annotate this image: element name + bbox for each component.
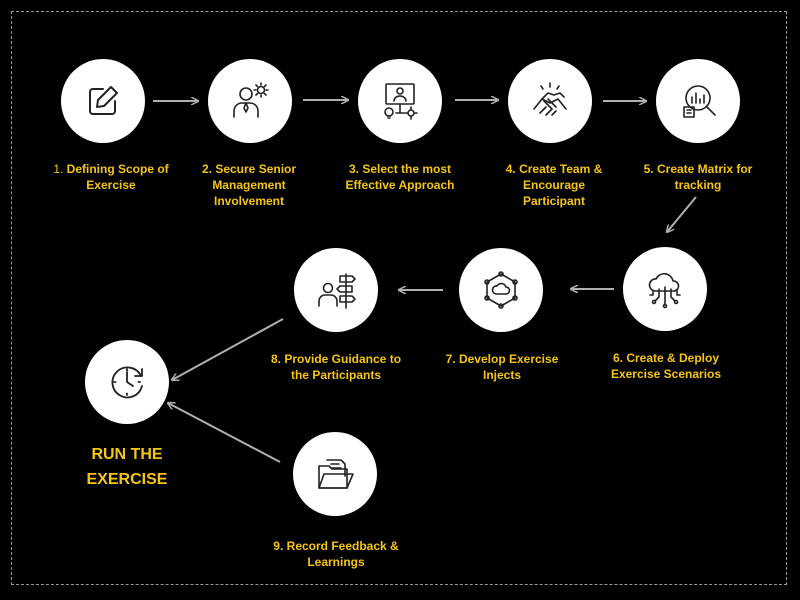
edit-icon (89, 86, 118, 115)
step-8-label: 8. Provide Guidance to the Participants (270, 351, 402, 383)
step-4-node (508, 59, 592, 143)
step-9-number: 9. (273, 539, 284, 553)
step-5-number: 5. (643, 162, 654, 176)
clock-cycle-icon (111, 366, 143, 399)
step-3-node (358, 59, 442, 143)
arrow-9-run (168, 403, 281, 463)
cloud-network-icon (648, 273, 681, 309)
step-1-label: 1. Defining Scope of Exercise (51, 161, 171, 193)
run-exercise-node (85, 340, 169, 424)
step-4-text: Create Team & Encourage Participant (519, 162, 603, 208)
step-7-number: 7. (445, 352, 456, 366)
step-1-text: Defining Scope of Exercise (66, 162, 169, 192)
step-4-label: 4. Create Team & Encourage Participant (493, 161, 615, 209)
arrow-5-6 (667, 196, 697, 232)
step-6-label: 6. Create & Deploy Exercise Scenarios (600, 350, 732, 382)
step-8-number: 8. (270, 352, 281, 366)
guide-signpost-icon (318, 273, 356, 309)
step-6-node (623, 247, 707, 331)
step-2-number: 2. (201, 162, 212, 176)
manager-gear-icon (233, 82, 269, 118)
step-8-node (294, 248, 378, 332)
step-6-number: 6. (612, 351, 623, 365)
step-5-node (656, 59, 740, 143)
network-hub-icon (484, 271, 518, 309)
step-2-node (208, 59, 292, 143)
step-7-node (459, 248, 543, 332)
step-9-node (293, 432, 377, 516)
step-1-number: 1. (53, 162, 64, 176)
handshake-icon (533, 82, 567, 116)
step-9-label: 9. Record Feedback & Learnings (270, 538, 402, 570)
step-2-text: Secure Senior Management Involvement (212, 162, 297, 208)
folder-documents-icon (318, 459, 354, 489)
step-7-text: Develop Exercise Injects (458, 352, 559, 382)
run-exercise-line-1: RUN THE (91, 446, 163, 463)
step-3-number: 3. (348, 162, 359, 176)
step-6-text: Create & Deploy Exercise Scenarios (610, 351, 722, 381)
step-7-label: 7. Develop Exercise Injects (440, 351, 564, 383)
step-8-text: Provide Guidance to the Participants (284, 352, 402, 382)
step-3-text: Select the most Effective Approach (345, 162, 455, 192)
step-4-number: 4. (505, 162, 516, 176)
presenter-idea-icon (384, 83, 418, 120)
run-exercise-label: RUN THE EXERCISE (72, 442, 182, 492)
step-5-text: Create Matrix for tracking (656, 162, 753, 192)
arrow-8-run (172, 318, 284, 380)
dashed-frame (11, 11, 787, 585)
analytics-magnifier-icon (683, 85, 716, 118)
run-exercise-line-2: EXERCISE (86, 471, 168, 488)
step-3-label: 3. Select the most Effective Approach (337, 161, 463, 193)
step-9-text: Record Feedback & Learnings (286, 539, 399, 569)
step-2-label: 2. Secure Senior Management Involvement (187, 161, 311, 209)
step-5-label: 5. Create Matrix for tracking (640, 161, 756, 193)
step-1-node (61, 59, 145, 143)
